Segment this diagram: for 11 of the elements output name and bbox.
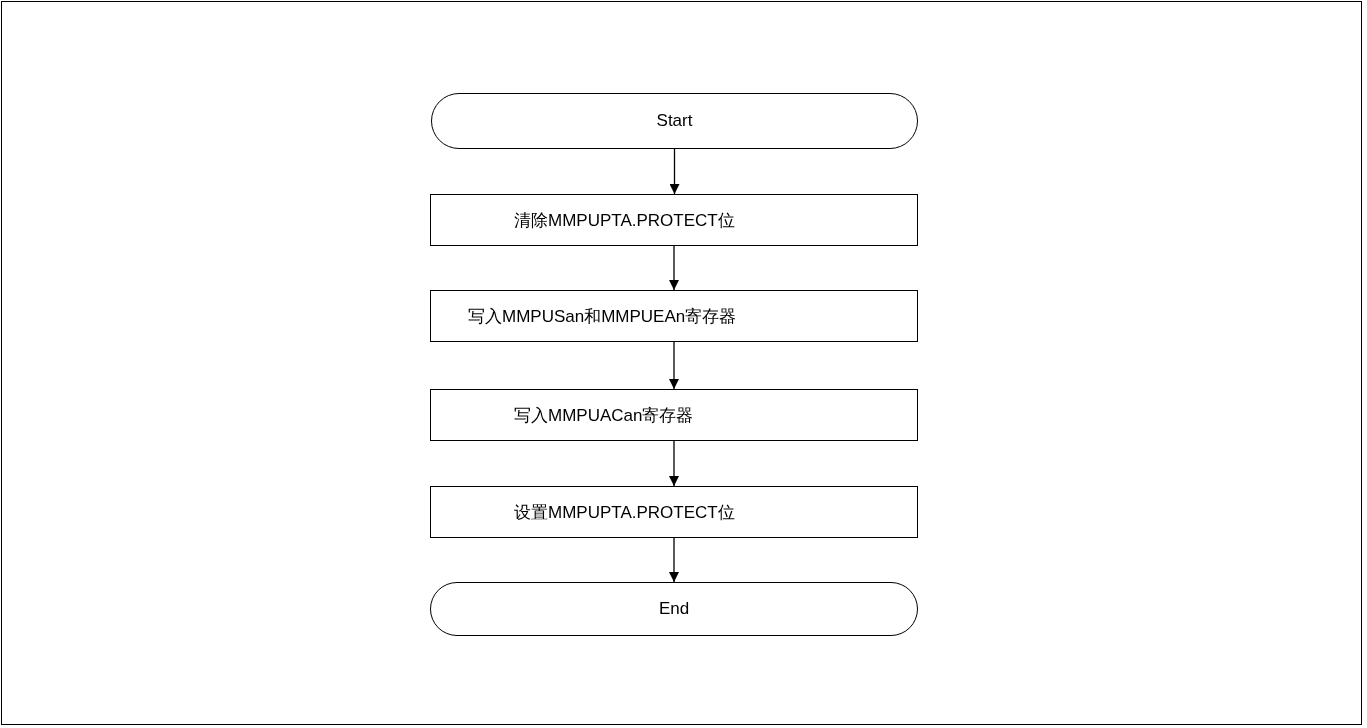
process-box: 清除MMPUPTA.PROTECT位 — [430, 194, 918, 246]
arrow — [669, 440, 679, 487]
process-box: 写入MMPUACan寄存器 — [430, 389, 918, 441]
arrow — [669, 537, 679, 583]
terminal-shape: End — [430, 582, 918, 636]
arrow — [669, 341, 679, 390]
process-box: 写入MMPUSan和MMPUEAn寄存器 — [430, 290, 918, 342]
process-box: 设置MMPUPTA.PROTECT位 — [430, 486, 918, 538]
terminal-shape: Start — [431, 93, 918, 149]
arrow — [669, 245, 679, 291]
arrow — [669, 148, 680, 195]
